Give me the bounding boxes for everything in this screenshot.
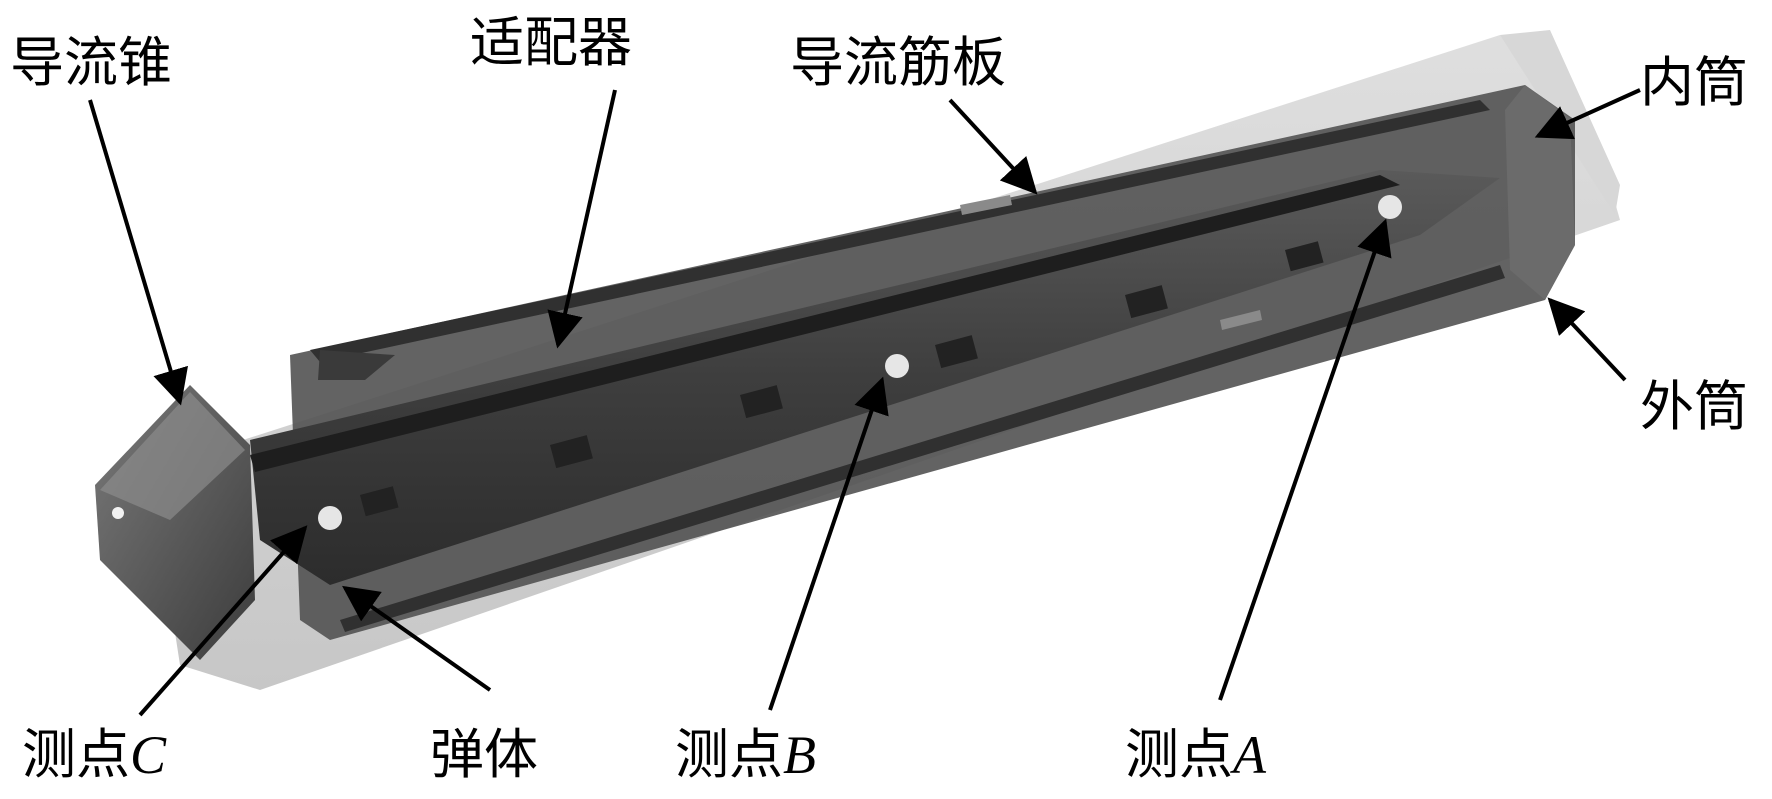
marker-point-c <box>318 506 342 530</box>
arrow-outer-tube <box>1547 297 1627 382</box>
label-point-a: 测点A <box>1125 725 1266 785</box>
arrow-point-c <box>138 525 308 717</box>
label-point-c-letter: C <box>130 725 167 785</box>
arrow-point-b <box>768 376 889 711</box>
measurement-markers <box>318 195 1402 530</box>
arrow-projectile <box>342 585 492 692</box>
label-nose-cone: 导流锥 <box>10 31 172 94</box>
label-inner-tube: 内筒 <box>1640 51 1748 114</box>
label-outer-tube: 外筒 <box>1640 375 1748 438</box>
label-point-b-letter: B <box>783 725 816 785</box>
label-point-b-prefix: 测点 <box>675 723 783 786</box>
label-point-b: 测点B <box>675 725 816 785</box>
arrow-point-a <box>1218 218 1392 701</box>
label-projectile: 弹体 <box>430 723 538 786</box>
label-guide-rib: 导流筋板 <box>790 31 1006 94</box>
marker-point-a <box>1378 195 1402 219</box>
label-point-a-prefix: 测点 <box>1125 723 1233 786</box>
label-point-a-letter: A <box>1233 725 1266 785</box>
arrow-nose-cone <box>88 99 188 406</box>
label-adapter: 适配器 <box>470 11 632 74</box>
leader-arrows <box>88 88 1641 717</box>
arrow-guide-rib <box>948 98 1038 195</box>
guide-ribs <box>310 100 1505 632</box>
arrow-inner-tube <box>1534 88 1641 140</box>
marker-point-b <box>885 354 909 378</box>
nose-cone <box>95 385 255 660</box>
arrow-adapter <box>547 89 617 349</box>
label-point-c-prefix: 测点 <box>22 723 130 786</box>
label-point-c: 测点C <box>22 725 167 785</box>
